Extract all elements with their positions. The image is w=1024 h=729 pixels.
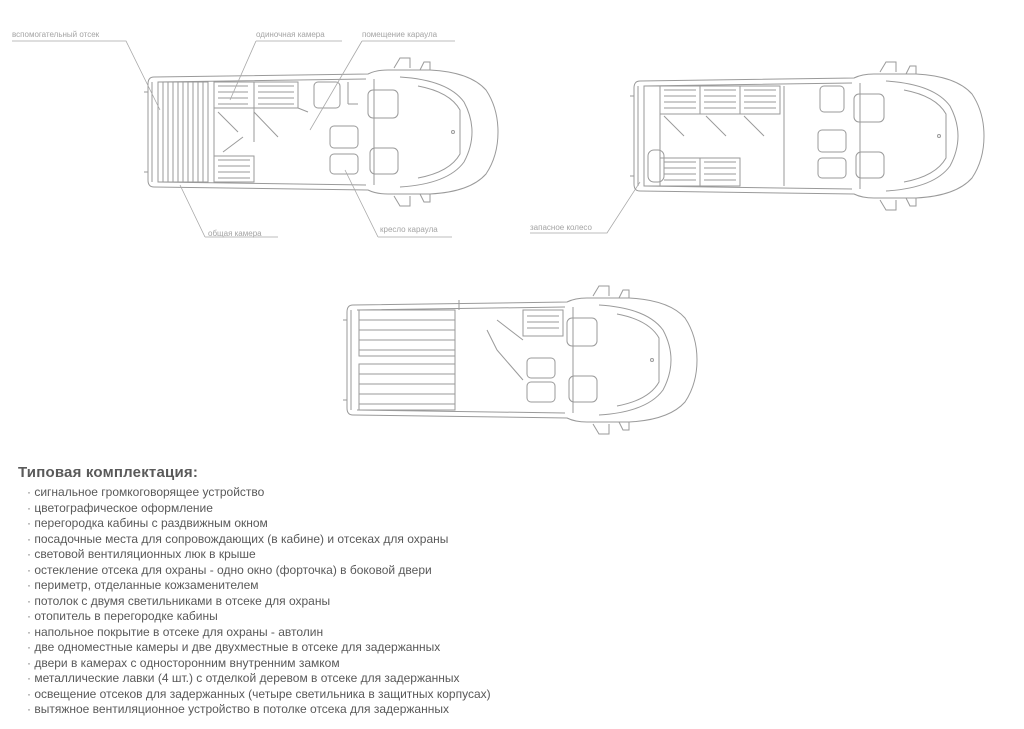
list-item: сигнальное громкоговорящее устройство: [27, 485, 718, 501]
list-item: отопитель в перегородке кабины: [27, 609, 718, 625]
list-item: цветографическое оформление: [27, 501, 718, 517]
label-aux-compartment: вспомогательный отсек: [12, 30, 100, 39]
list-item: двери в камерах с односторонним внутренн…: [27, 656, 718, 672]
list-item: две одноместные камеры и две двухместные…: [27, 640, 718, 656]
label-common-cell: общая камера: [208, 229, 262, 238]
list-item: посадочные места для сопровождающих (в к…: [27, 532, 718, 548]
list-item: металлические лавки (4 шт.) с отделкой д…: [27, 671, 718, 687]
van-view-1: [143, 57, 499, 207]
list-item: перегородка кабины с раздвижным окном: [27, 516, 718, 532]
label-guard-seat: кресло караула: [380, 225, 438, 234]
equipment-spec: Типовая комплектация: сигнальное громког…: [18, 464, 718, 718]
spec-list: сигнальное громкоговорящее устройство цв…: [18, 485, 718, 718]
list-item: напольное покрытие в отсеке для охраны -…: [27, 625, 718, 641]
label-guard-room: помещение караула: [362, 30, 438, 39]
list-item: освещение отсеков для задержанных (четыр…: [27, 687, 718, 703]
list-item: остекление отсека для охраны - одно окно…: [27, 563, 718, 579]
label-single-cell: одиночная камера: [256, 30, 325, 39]
list-item: потолок с двумя светильниками в отсеке д…: [27, 594, 718, 610]
van-view-3: [342, 285, 698, 435]
diagram-area: вспомогательный отсек одиночная камера п…: [12, 30, 985, 435]
list-item: световой вентиляционных люк в крыше: [27, 547, 718, 563]
van-view-2: [629, 61, 985, 211]
list-item: вытяжное вентиляционное устройство в пот…: [27, 702, 718, 718]
list-item: периметр, отделанные кожзаменителем: [27, 578, 718, 594]
spec-title: Типовая комплектация:: [18, 464, 199, 481]
label-spare-wheel: запасное колесо: [530, 223, 593, 232]
